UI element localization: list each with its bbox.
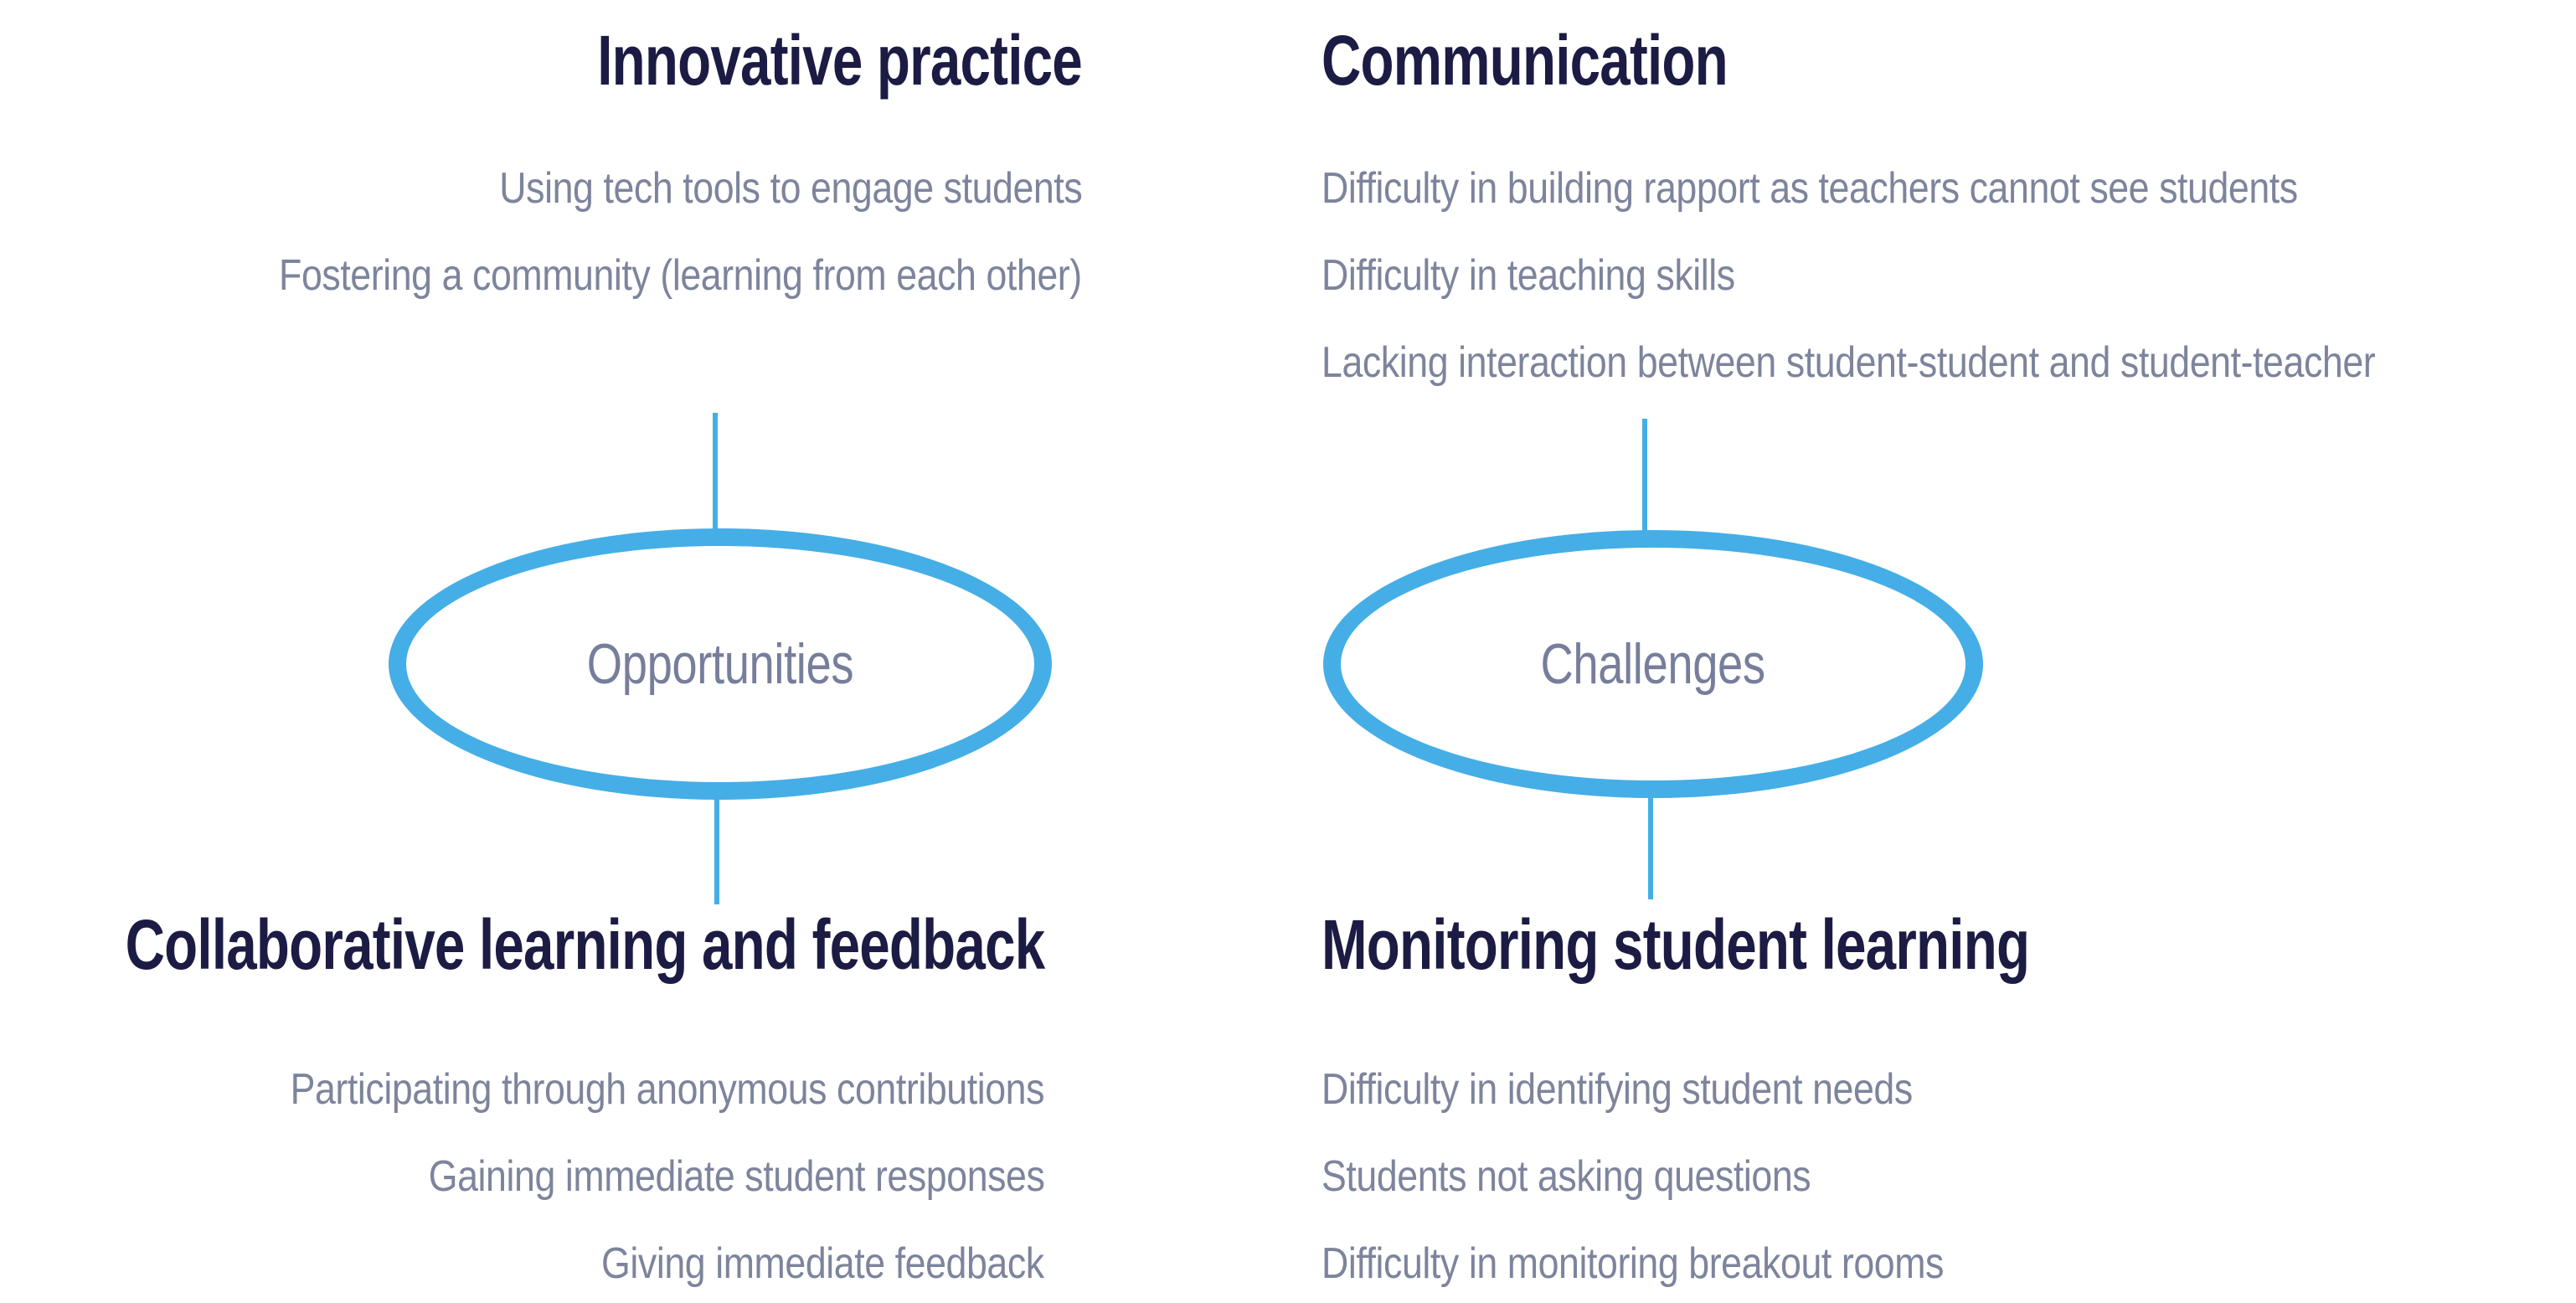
branch-title-monitoring-student-learning: Monitoring student learning [1321, 905, 2030, 984]
connector-line [714, 796, 719, 904]
branch-item: Difficulty in identifying student needs [1321, 1065, 1913, 1114]
node-challenges: Challenges [1323, 530, 1983, 798]
branch-item: Difficulty in building rapport as teache… [1321, 164, 2298, 213]
branch-item: Gaining immediate student responses [428, 1152, 1044, 1201]
branch-title-innovative-practice: Innovative practice [597, 21, 1083, 100]
branch-item: Difficulty in teaching skills [1321, 251, 1735, 300]
node-opportunities: Opportunities [389, 528, 1052, 800]
branch-title-collaborative-learning: Collaborative learning and feedback [125, 905, 1045, 984]
node-label: Challenges [1540, 632, 1766, 696]
connector-line [1642, 419, 1647, 536]
branch-item: Students not asking questions [1321, 1152, 1811, 1201]
branch-title-communication: Communication [1321, 21, 1728, 100]
branch-item: Giving immediate feedback [601, 1239, 1044, 1288]
branch-item: Fostering a community (learning from eac… [279, 251, 1082, 300]
node-label: Opportunities [586, 632, 854, 696]
connector-line [1648, 794, 1653, 899]
branch-item: Difficulty in monitoring breakout rooms [1321, 1239, 1944, 1288]
connector-line [713, 413, 718, 532]
branch-item: Participating through anonymous contribu… [290, 1065, 1045, 1114]
branch-item: Lacking interaction between student-stud… [1321, 338, 2376, 387]
branch-item: Using tech tools to engage students [499, 164, 1082, 213]
